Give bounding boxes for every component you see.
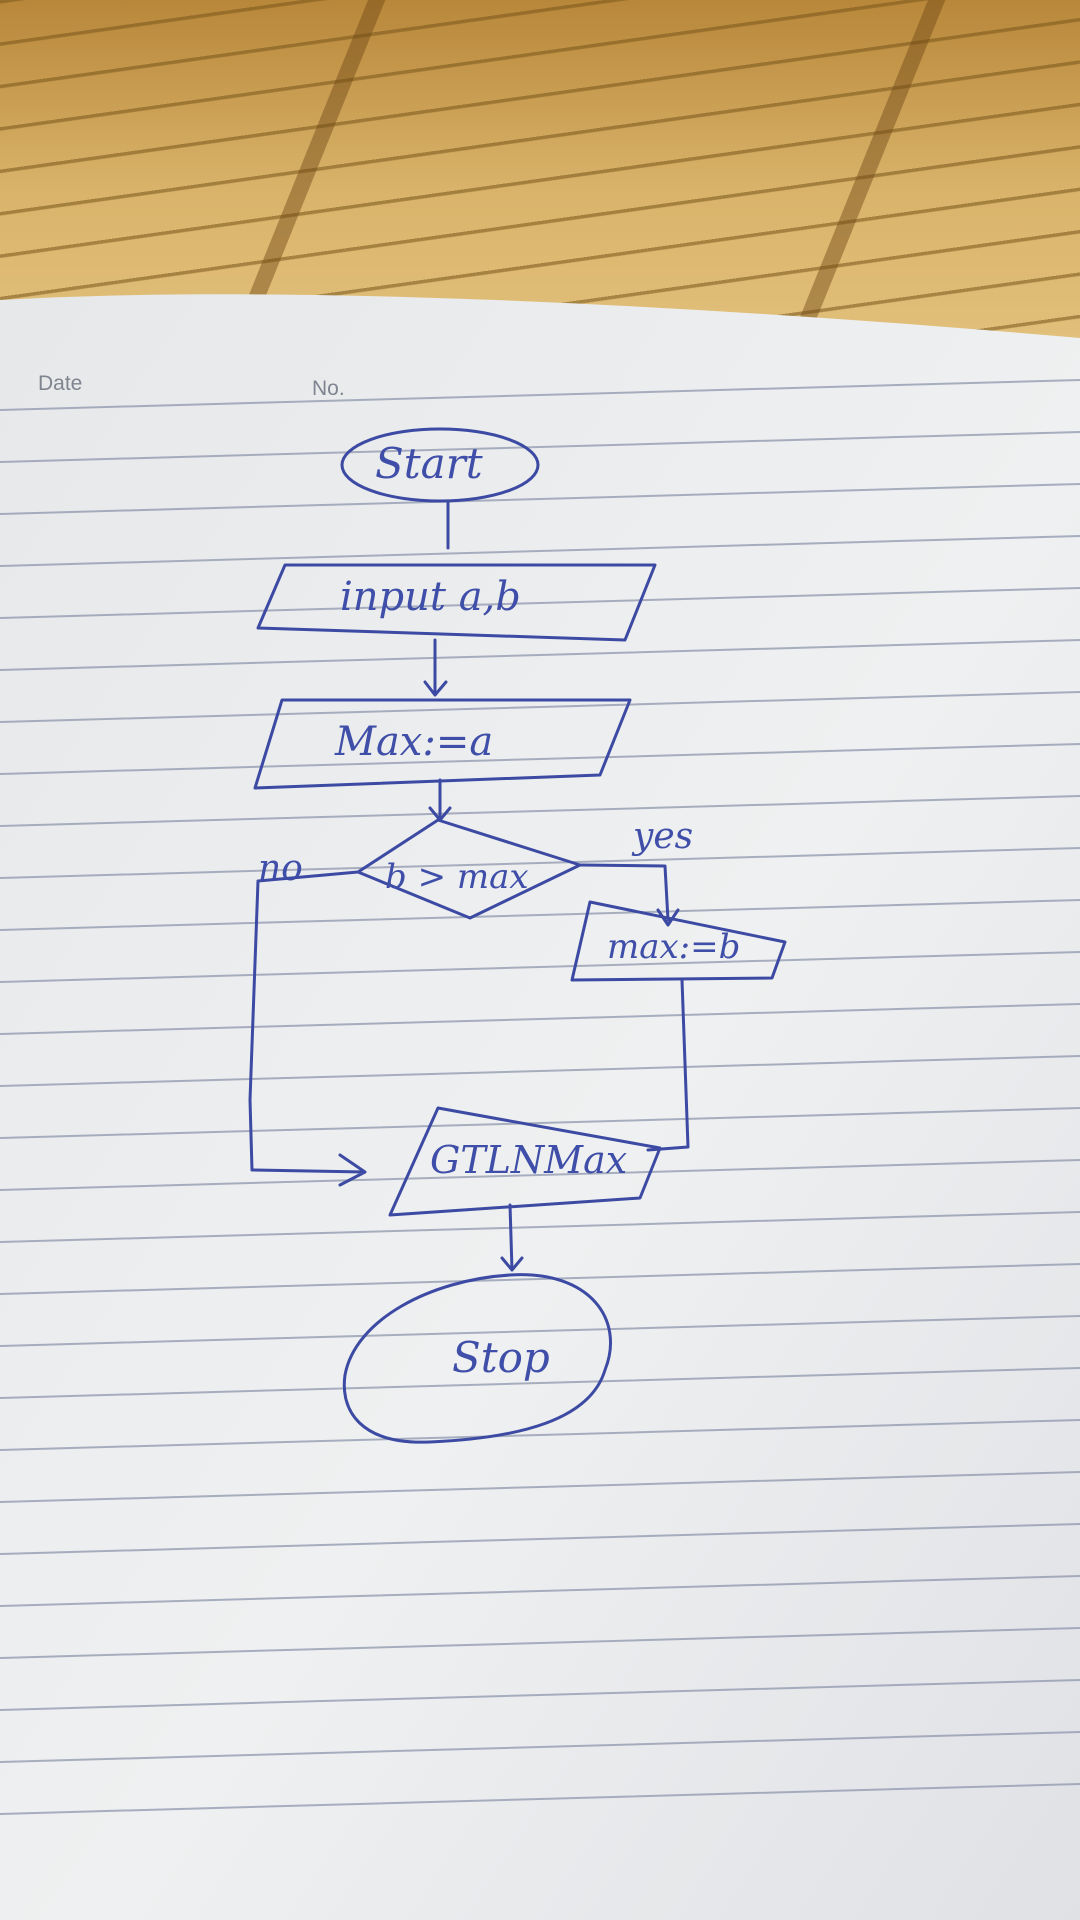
yes-return-connector: [646, 978, 690, 1152]
paper-sheet: [0, 294, 1080, 1920]
update-node: max:=b: [570, 900, 787, 982]
output-label: GTLNMax: [430, 1138, 627, 1182]
start-label: Start: [375, 439, 483, 488]
input-label: input a,b: [340, 574, 521, 620]
assign-parallelogram-shape: [253, 698, 632, 790]
decision-label: b > max: [385, 857, 529, 897]
output-parallelogram-shape: [388, 1106, 662, 1217]
flow-arrow: [423, 638, 448, 697]
yes-connector: [578, 863, 680, 927]
update-process-shape: [570, 900, 787, 982]
number-label: No.: [312, 377, 345, 400]
stop-node: Stop: [342, 1273, 612, 1444]
start-terminal-shape: [340, 427, 540, 503]
no-branch-label: no: [258, 848, 303, 889]
flow-arrow: [500, 1203, 524, 1272]
output-node: GTLNMax: [388, 1106, 662, 1217]
input-node: input a,b: [256, 563, 657, 642]
assign-label: Max:=a: [334, 719, 493, 765]
decision-node: b > max: [356, 818, 582, 920]
input-parallelogram-shape: [256, 563, 657, 642]
yes-branch-label: yes: [631, 816, 693, 857]
date-label: Date: [38, 372, 82, 395]
stop-terminal-shape: [342, 1273, 612, 1444]
assign-node: Max:=a: [253, 698, 632, 790]
stop-label: Stop: [452, 1333, 550, 1382]
start-node: Start: [340, 427, 540, 503]
update-label: max:=b: [607, 927, 740, 967]
no-connector: [248, 870, 367, 1187]
